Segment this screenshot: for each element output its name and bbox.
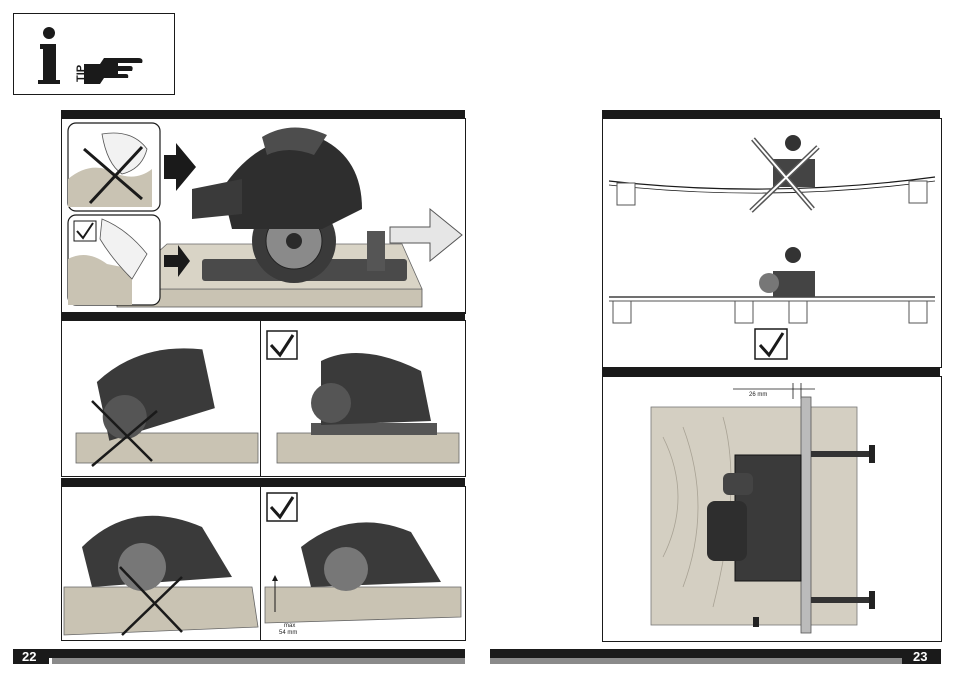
panel-depth-correct: max 54 mm (260, 486, 466, 641)
inset-correct-hand (68, 215, 160, 305)
section-bar-5 (602, 368, 940, 376)
footer-bar-left (13, 649, 465, 658)
tip-badge: TIP (13, 13, 175, 95)
panel-push-saw (61, 118, 466, 314)
section-bar-4 (602, 110, 940, 118)
panel-guide-rail: 26 mm (602, 376, 942, 642)
inset-wrong-hand (68, 123, 160, 211)
page-number-right: 23 (913, 649, 927, 664)
page-number-left: 22 (22, 649, 36, 664)
footer-gray-left (52, 658, 465, 664)
section-bar-1 (61, 110, 465, 118)
saw-top-wrong (773, 135, 815, 187)
section-bar-3 (61, 478, 465, 486)
circular-saw-illustration (192, 127, 407, 283)
tip-label: TIP (75, 58, 99, 88)
max-label: max (284, 623, 295, 630)
clearance-label: 26 mm (749, 392, 767, 399)
panel-tilt-correct (260, 320, 466, 477)
depth-label: 54 mm (279, 630, 297, 637)
panel-tilt-wrong (61, 320, 262, 477)
footer-bar-right (490, 649, 941, 658)
panel-support-board (602, 118, 942, 368)
panel-depth-wrong (61, 486, 262, 641)
saw-top-correct (759, 247, 815, 297)
footer-gray-right (490, 658, 902, 664)
section-bar-2 (61, 312, 465, 320)
